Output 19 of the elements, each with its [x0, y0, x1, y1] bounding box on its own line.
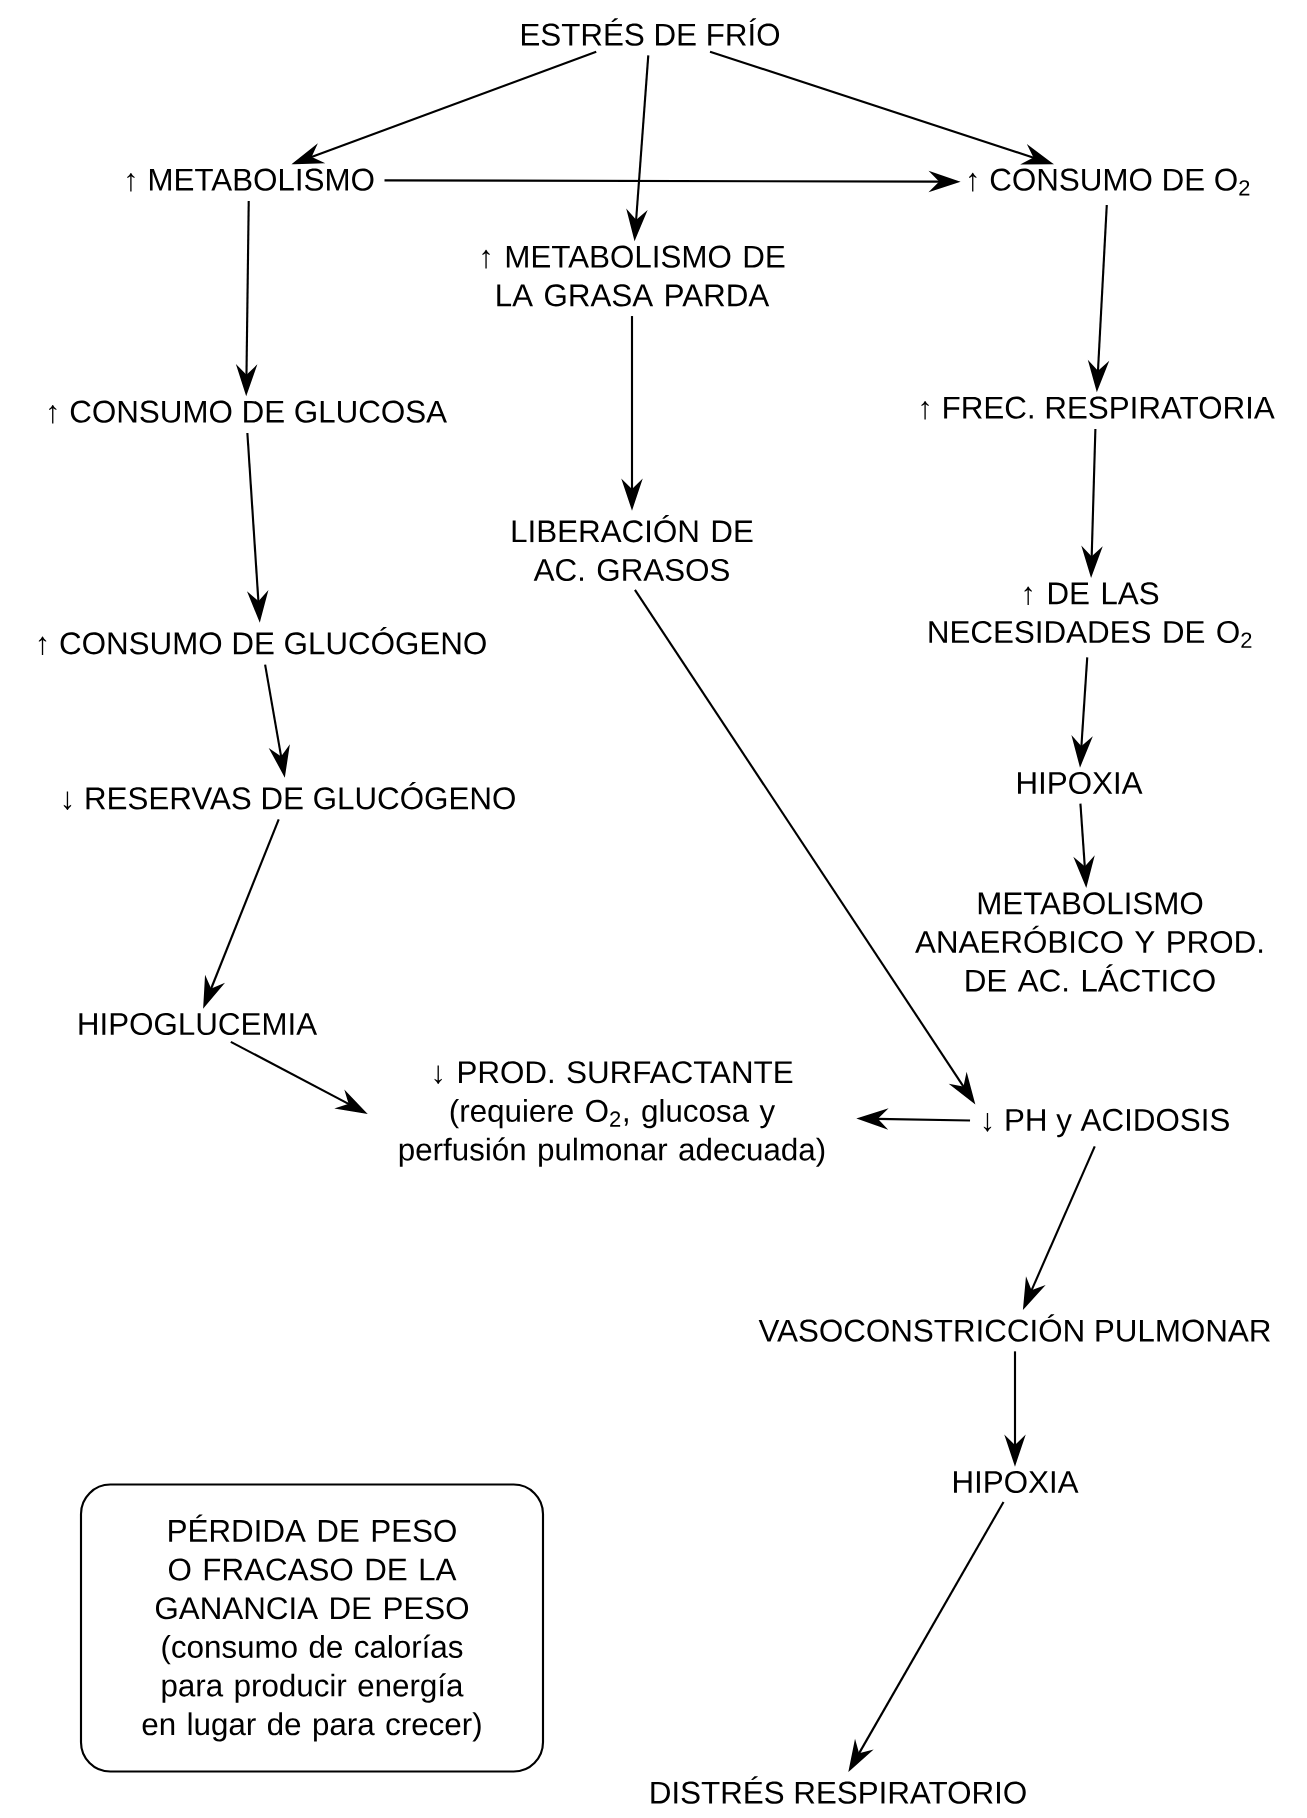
flow-label: ESTRÉS DE FRÍO	[522, 18, 780, 46]
flow-label: DISTRÉS RESPIRATORIO	[651, 1776, 1026, 1804]
rounded-box: PÉRDIDA DE PESO O FRACASO DE LA GANANCIA DE PESO (consumo de calorías para producir energía en lugar de para crecer)	[79, 1483, 545, 1773]
flow-label: ↑ METABOLISMO DE LA GRASA PARDA	[482, 245, 785, 307]
flow-label: ↓ PH y ACIDOSIS	[983, 1108, 1229, 1138]
flow-label: VASOCONSTRICCIÓN PULMONAR	[758, 1314, 1270, 1342]
flow-label: HIPOXIA	[954, 1470, 1079, 1494]
flow-label: HIPOGLUCEMIA	[79, 1012, 318, 1036]
flow-label: ↑ CONSUMO DE GLUCÓGENO	[38, 626, 486, 656]
flow-label: ↑ CONSUMO DE O$_{2}$	[969, 168, 1250, 196]
flow-label: ↑ DE LAS NECESIDADES DE O$_{2}$	[929, 582, 1252, 648]
flow-label: ↑ FREC. RESPIRATORIA	[921, 396, 1275, 420]
flow-label: ↓ PROD. SURFACTANTE (requiere O$_{2}$, glucosa y perfusión pulmonar adecuada)	[399, 1061, 825, 1167]
flow-label: ↓ RESERVAS DE GLUCÓGENO	[63, 781, 515, 811]
flow-label: LIBERACIÓN DE AC. GRASOS	[512, 514, 753, 582]
flow-label: ↑ CONSUMO DE GLUCOSA	[49, 400, 447, 424]
flow-label: METABOLISMO ANAERÓBICO Y PROD. DE AC. LÁCTICO	[915, 892, 1263, 992]
flow-label: HIPOXIA	[1018, 771, 1143, 795]
flow-label: ↑ METABOLISMO	[127, 168, 374, 192]
